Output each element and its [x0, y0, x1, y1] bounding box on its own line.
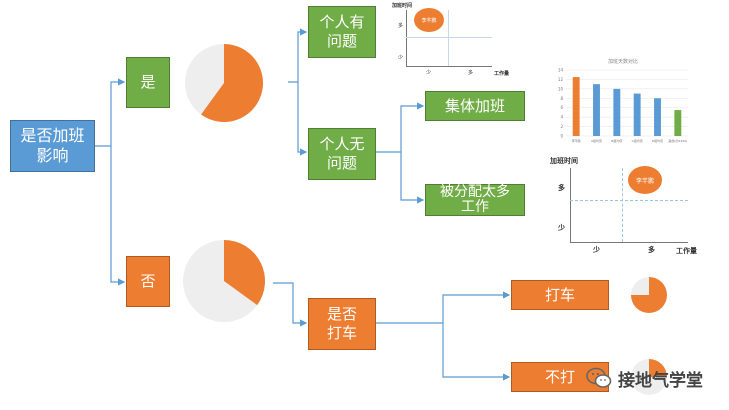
no-pie-chart	[183, 240, 265, 322]
small-matrix-bubble: 李芊鹏	[414, 8, 444, 32]
bar-chart-bar	[572, 77, 580, 136]
no-node-label: 否	[140, 272, 156, 291]
yes-pie-slice	[201, 44, 263, 122]
large-matrix-y-low: 少	[558, 224, 565, 232]
bar-chart-category-label: D组均值	[652, 138, 663, 143]
bar-chart-panel: 加班天数对比 14 12 10 8 6 4 2 0 李芊鹏 A组均值 B组均值 C组均值 D组均值其他(…	[548, 52, 696, 148]
bar-chart-category-label: 李芊鹏	[572, 138, 581, 143]
taxi-label: 打车	[544, 285, 575, 304]
large-matrix-h-mid	[570, 200, 688, 201]
bar-chart-category-label: 其他(约1300)	[668, 138, 687, 143]
small-matrix-y-high: 多	[398, 23, 404, 29]
wechat-icon	[586, 367, 612, 388]
group-overtime-label: 集体加班	[444, 96, 505, 115]
watermark-text: 接地气学堂	[618, 370, 703, 391]
no-pie-slice	[224, 240, 265, 306]
no-taxi-pie-slice	[649, 359, 667, 377]
bar-chart-y-tick: 4	[560, 115, 563, 120]
too-much-work-label: 被分配太多 工作	[440, 184, 510, 215]
bar-chart-y-tick: 12	[558, 77, 564, 82]
watermark: 接地气学堂	[586, 362, 726, 394]
taxi-pie-chart	[631, 277, 667, 313]
root-node-label: 是否加班 影响	[20, 126, 85, 165]
small-matrix-y-axis	[406, 10, 407, 66]
large-matrix: 加班时间 多 少 李芊鹏 少 多 工作量	[548, 152, 698, 255]
bar-chart-bar	[593, 84, 600, 136]
bar-chart-bar	[633, 93, 641, 136]
taxi-node: 打车	[511, 280, 609, 310]
bar-chart-category-label: B组均值	[611, 138, 622, 143]
small-matrix-bubble-label: 李芊鹏	[421, 17, 437, 24]
yes-node-label: 是	[140, 73, 156, 92]
small-matrix-y-title: 加班时间	[392, 3, 413, 9]
personal-issue-label: 个人有 问题	[319, 13, 365, 50]
large-matrix-x-low: 少	[593, 246, 600, 254]
bar-chart-title: 加班天数对比	[608, 59, 639, 65]
bar-chart-bar	[654, 98, 661, 136]
bar-chart-y-tick: 10	[558, 86, 564, 91]
large-matrix-v-mid	[622, 168, 623, 242]
large-matrix-x-axis	[570, 242, 688, 243]
large-matrix-bubble-label: 李芊鹏	[635, 177, 654, 185]
bar-chart-category-label: A组均值	[591, 138, 602, 143]
small-matrix: 加班时间 多 少 李芊鹏 少 多 工作量	[390, 0, 510, 78]
large-matrix-y-axis	[570, 168, 571, 242]
no-taxi-pie-chart	[631, 359, 667, 395]
small-matrix-x-high: 多	[468, 70, 474, 76]
too-much-work-node: 被分配太多 工作	[425, 184, 525, 216]
small-matrix-x-title: 工作量	[494, 71, 510, 77]
large-matrix-x-high: 多	[648, 246, 655, 254]
personal-no-issue-label: 个人无 问题	[319, 135, 365, 172]
bar-chart-y-tick: 0	[560, 134, 563, 139]
bar-chart-bar	[674, 110, 682, 136]
yes-pie-chart	[185, 44, 263, 122]
small-matrix-y-low: 少	[398, 55, 404, 61]
no-taxi-label: 不打	[544, 367, 575, 386]
bar-chart-y-tick: 14	[558, 68, 564, 73]
large-matrix-y-title: 加班时间	[550, 157, 578, 165]
small-matrix-v-mid	[448, 10, 449, 66]
personal-issue-node: 个人有 问题	[308, 6, 376, 58]
group-overtime-node: 集体加班	[425, 91, 525, 121]
large-matrix-y-high: 多	[558, 184, 565, 192]
bar-chart-category-label: C组均值	[632, 138, 643, 143]
take-taxi-label: 是否 打车	[326, 305, 357, 342]
taxi-pie-slice	[631, 277, 667, 313]
no-node: 否	[126, 256, 170, 307]
bar-chart-y-tick: 2	[560, 124, 563, 129]
large-matrix-bubble: 李芊鹏	[628, 166, 662, 194]
large-matrix-x-title: 工作量	[676, 247, 697, 255]
take-taxi-node: 是否 打车	[308, 298, 376, 350]
personal-no-issue-node: 个人无 问题	[308, 128, 376, 180]
bar-chart-bar	[613, 88, 621, 136]
small-matrix-x-axis	[406, 66, 492, 67]
bar-chart-y-tick: 6	[560, 105, 563, 110]
bar-chart-y-tick: 8	[560, 96, 563, 101]
yes-node: 是	[126, 57, 170, 108]
small-matrix-x-low: 少	[426, 70, 432, 76]
bar-chart: 14 12 10 8 6 4 2 0 李芊鹏 A组均值 B组均值 C组均值 D组均值其他(约1300)	[558, 68, 688, 143]
small-matrix-h-mid	[406, 37, 492, 38]
root-node: 是否加班 影响	[10, 120, 95, 172]
